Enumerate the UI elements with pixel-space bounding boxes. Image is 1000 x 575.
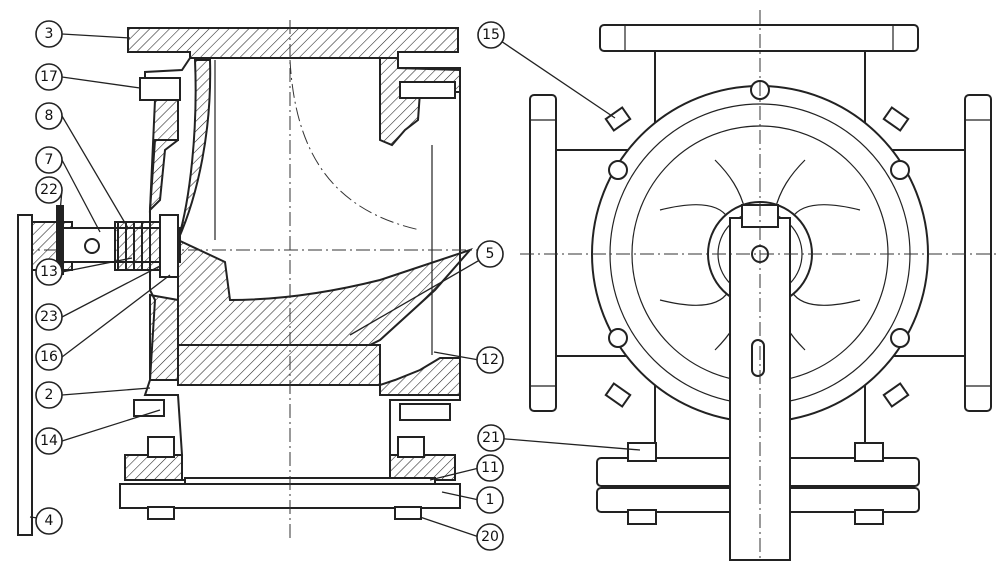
callout-11: 11 [476, 454, 504, 482]
svg-text:11: 11 [481, 460, 499, 476]
callout-7: 7 [35, 146, 63, 174]
callout-3: 3 [35, 20, 63, 48]
callout-20: 20 [476, 523, 504, 551]
callout-12: 12 [476, 346, 504, 374]
bottom-flange [124, 454, 183, 481]
callout-13: 13 [35, 258, 63, 286]
callouts: 3 17 8 7 22 13 23 16 2 14 4 5 12 11 1 20… [29, 20, 641, 551]
svg-text:4: 4 [45, 513, 54, 529]
svg-text:12: 12 [481, 352, 499, 368]
elbow-sweep [176, 59, 474, 346]
callout-23: 23 [35, 303, 63, 331]
svg-text:16: 16 [40, 349, 58, 365]
callout-15: 15 [477, 21, 505, 49]
svg-text:5: 5 [486, 246, 495, 262]
svg-text:3: 3 [45, 26, 54, 42]
callout-16: 16 [35, 343, 63, 371]
callout-14: 14 [35, 427, 63, 455]
callout-2: 2 [35, 381, 63, 409]
svg-text:22: 22 [40, 182, 58, 198]
svg-text:13: 13 [40, 264, 58, 280]
svg-text:14: 14 [40, 433, 58, 449]
svg-text:21: 21 [482, 430, 500, 446]
svg-text:17: 17 [40, 69, 58, 85]
svg-text:8: 8 [45, 108, 54, 124]
callout-17: 17 [35, 63, 63, 91]
lower-wall [177, 344, 461, 396]
svg-text:2: 2 [45, 387, 54, 403]
svg-text:1: 1 [486, 492, 495, 508]
section-view [17, 20, 500, 540]
top-flange [127, 27, 459, 59]
svg-text:7: 7 [45, 152, 54, 168]
callout-4: 4 [35, 507, 63, 535]
callout-1: 1 [476, 486, 504, 514]
callout-8: 8 [35, 102, 63, 130]
right-wall [379, 57, 461, 147]
callout-21: 21 [477, 424, 505, 452]
svg-text:23: 23 [40, 309, 58, 325]
front-view [520, 10, 1000, 561]
callout-22: 22 [35, 176, 63, 204]
callout-5: 5 [476, 240, 504, 268]
svg-text:15: 15 [482, 27, 500, 43]
lever-plate [17, 214, 33, 536]
svg-text:20: 20 [481, 529, 499, 545]
